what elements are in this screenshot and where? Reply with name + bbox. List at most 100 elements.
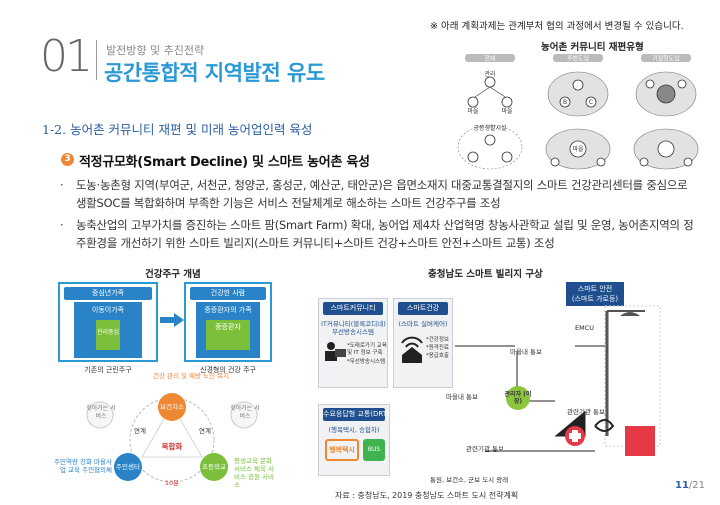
diagram-header: 주변도입 [567, 55, 589, 63]
smart-safety-box: 스마트 안전 (스마트 가로등) [566, 282, 624, 306]
village-node [559, 96, 571, 108]
center-label: 복합화 [162, 441, 183, 451]
node-label: 공동생활시설 [473, 124, 506, 132]
service-bubble [86, 401, 114, 429]
health-left-panel: 중심년가족 이동이가족 관리중심 [58, 282, 158, 362]
village-node [501, 96, 513, 108]
panel-inner: 이동이가족 관리중심 [74, 302, 142, 358]
flow-label: 마을내 통보 [510, 348, 542, 356]
section-heading: 1-2. 농어촌 커뮤니티 재편 및 미래 농어업인력 육성 [42, 122, 313, 137]
source-note: 자료 : 충청남도, 2019 충청남도 스마트 도시 전략계획 [335, 491, 519, 500]
diagram-header: 거점형도입 [652, 55, 680, 63]
health-right-panel: 건강한 사람 중증환자의 가족 중증환자 [184, 282, 272, 362]
diagram-header-chip [553, 54, 603, 62]
pole-label: EMCU [575, 324, 594, 332]
node-label: 초등학교 [202, 462, 226, 471]
panel-inner: 중증환자의 가족 중증환자 [196, 302, 260, 358]
chapter-title: 공간통합적 지역발전 유도 [104, 61, 325, 85]
panel-core: 관리중심 [96, 320, 120, 350]
smart-transport-box: 수요응답형 교통(DRT) (행복택시, 승합차) 행복택시 BUS [318, 404, 390, 476]
link-label: 연계 [134, 426, 146, 435]
service-bubble [230, 401, 258, 429]
village-node [677, 79, 687, 89]
page-number: 11/21 [675, 480, 705, 491]
chapter-divider [96, 40, 97, 80]
service-label-left: 찾아가는 서비스 [86, 405, 116, 420]
village-node [645, 79, 655, 89]
bullet-marker: · [60, 178, 64, 192]
box-note: *도래로가기 교육 및 IT 정보 구축 [347, 343, 387, 356]
node-label: C [589, 99, 593, 106]
bullet-text: 농축산업의 고부가치를 증진하는 스마트 팜(Smart Farm) 확대, 농… [76, 218, 694, 250]
community-diagram: 현재 주변도입 거점형도입 관리 마을 마을 B C 공동생활시설 [457, 54, 699, 170]
village-diagram-caption: 충청남도 스마트 빌리지 구상 [428, 269, 543, 280]
stethoscope-icon [594, 419, 615, 432]
link-label: 연계 [199, 426, 211, 435]
diagram-header-chip [641, 54, 691, 62]
panel-inner-label: 이동이가족 [91, 306, 125, 314]
safety-zone [604, 305, 661, 447]
smart-community-box: 스마트커뮤니티 IT커뮤니티(블록코디네) 무선방송시스템 *도래로가기 교육 … [318, 298, 388, 388]
bullet-marker: · [60, 218, 64, 232]
school-note: 평생교육 문화 서비스 체육 서비스 공원 서비스 [234, 457, 275, 489]
village-node [569, 140, 587, 158]
bullet-item: · 농축산업의 고부가치를 증진하는 스마트 팜(Smart Farm) 확대,… [60, 216, 700, 252]
link-triangle [141, 404, 203, 458]
panel-inner-label: 중증환자의 가족 [204, 306, 252, 314]
health-right-panel-caption: 신경형의 건강 주구 [200, 366, 256, 374]
laptop-user-icon [325, 342, 346, 361]
box-title: 스마트 안전 [577, 285, 613, 293]
box-item: (스마트 실버케어) [398, 320, 448, 328]
node-label: 마을 [572, 145, 584, 153]
health-network-diagram: 보건지소 주민센터 초등학교 복합화 연계 연계 10분 [86, 393, 258, 487]
bus-icon: BUS [363, 439, 385, 461]
flow-label: 관련기관 통보 [466, 445, 504, 453]
community-note: 주민역량 강화 마을사업 교육 주민협의체 [54, 458, 112, 474]
village-node [657, 140, 675, 158]
service-label-right: 찾아가는 서비스 [230, 405, 260, 420]
subsection-title: 적정규모화(Smart Decline) 및 스마트 농어촌 육성 [79, 155, 370, 170]
node-label: B [563, 99, 567, 106]
box-item: IT커뮤니티(블록코디네) [321, 320, 386, 328]
village-node [484, 134, 496, 146]
diagram-header: 현재 [484, 55, 495, 63]
village-node [484, 76, 496, 88]
health-diagram-caption: 건강주구 개념 [145, 269, 201, 280]
chapter-number: 01 [40, 31, 93, 82]
hub-node [656, 84, 676, 104]
node-label: 마을 [467, 107, 479, 115]
node-elementary-school [200, 453, 228, 481]
flow-label: 관련기관 통보 [567, 408, 605, 416]
flow-label: 통원, 보건소, 군보 도시 왕래 [430, 476, 509, 484]
notice-text: ※ 아래 계획과제는 관계부처 협의 과정에서 변경될 수 있습니다. [430, 21, 684, 32]
subsection-number-badge: 3 [61, 153, 74, 166]
node-label: 관리 [484, 70, 495, 78]
panel-header: 중심년가족 [64, 287, 152, 300]
health-left-panel-caption: 기존의 근린주구 [84, 366, 132, 374]
hospital-cross-h [569, 433, 581, 439]
village-node [467, 96, 479, 108]
radius-label: 10분 [165, 479, 179, 487]
panel-header: 건강한 사람 [190, 287, 266, 300]
bullet-text: 도농·농촌형 지역(부여군, 서천군, 청양군, 홍성군, 예산군, 태안군)은… [76, 178, 688, 210]
box-title: 스마트커뮤니티 [323, 302, 383, 315]
box-item: (스마트 가로등) [571, 295, 619, 303]
community-diagram-caption: 농어촌 커뮤니티 재편유형 [541, 42, 644, 53]
village-node [639, 157, 649, 167]
arrow-right-icon [160, 313, 184, 327]
village-link [474, 86, 491, 98]
health-top-note: 건강 관리 및 예방 노인 복지 [152, 372, 230, 380]
village-node [683, 157, 693, 167]
manager-node [506, 386, 530, 410]
box-note: *응급호출 [426, 353, 449, 359]
bullet-item: · 도농·농촌형 지역(부여군, 서천군, 청양군, 홍성군, 예산군, 태안군… [60, 176, 700, 212]
node-health-center [158, 393, 186, 421]
panel-core: 중증환자 [206, 320, 250, 350]
village-node [467, 151, 479, 163]
emergency-building-icon [625, 426, 655, 456]
cluster-area [547, 71, 609, 117]
village-node [501, 151, 513, 163]
wifi-house-icon [401, 336, 423, 363]
node-community-center [114, 453, 142, 481]
village-link [489, 86, 506, 98]
